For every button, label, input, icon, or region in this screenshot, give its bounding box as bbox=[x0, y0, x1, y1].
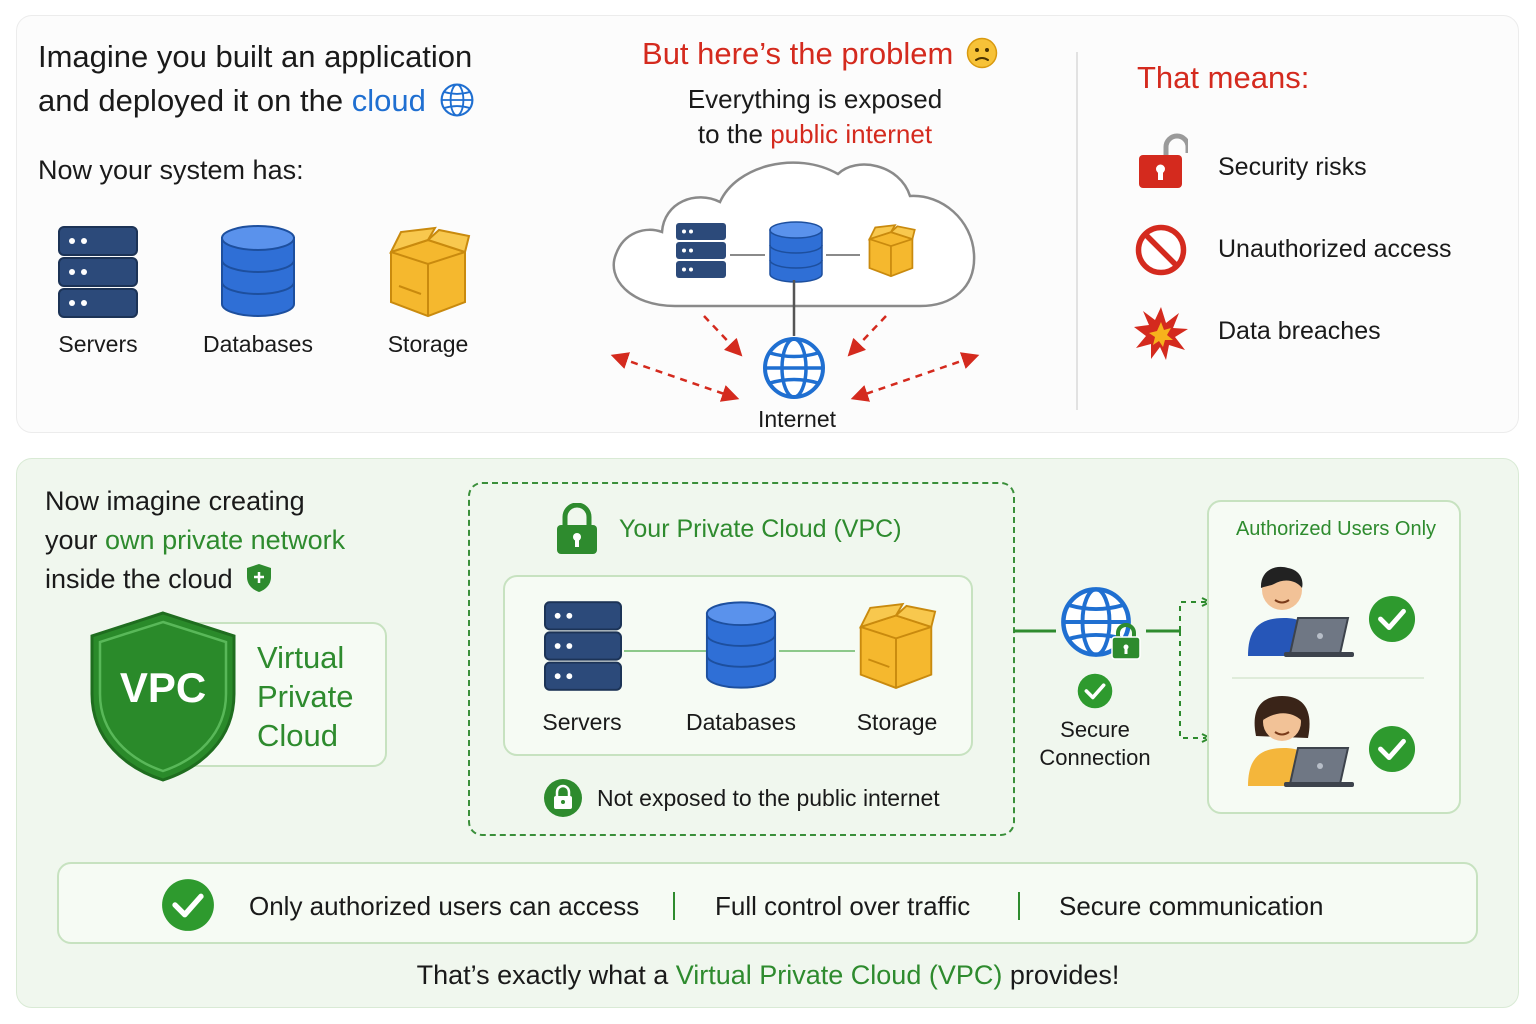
server-icon bbox=[58, 226, 138, 318]
benefit-authorized: Only authorized users can access bbox=[249, 891, 640, 921]
shield-text: VPC bbox=[119, 664, 207, 711]
server-icon bbox=[544, 600, 622, 692]
benefit-separator bbox=[673, 892, 675, 920]
secure-connection-diagram bbox=[1014, 580, 1213, 743]
connector-line bbox=[624, 650, 706, 652]
vpc-intro: Now imagine creating your own private ne… bbox=[45, 486, 346, 594]
database-icon bbox=[220, 224, 296, 318]
database-icon bbox=[705, 598, 777, 692]
check-icon bbox=[1368, 725, 1416, 773]
column-divider bbox=[1076, 52, 1078, 410]
vpc-highlight: Virtual Private Cloud (VPC) bbox=[675, 960, 1003, 990]
check-icon bbox=[161, 878, 215, 932]
cloud-highlight: cloud bbox=[351, 83, 426, 118]
benefit-secure-comm: Secure communication bbox=[1059, 891, 1324, 921]
prohibited-icon bbox=[1135, 224, 1187, 276]
vpc-storage-label: Storage bbox=[856, 709, 938, 735]
risk-security-label: Security risks bbox=[1218, 153, 1367, 181]
vpc-title: Your Private Cloud (VPC) bbox=[619, 515, 902, 543]
globe-icon bbox=[440, 83, 474, 117]
benefit-traffic-control: Full control over traffic bbox=[715, 891, 971, 921]
storage-label: Storage bbox=[387, 331, 469, 357]
cloud-database-icon bbox=[769, 221, 823, 283]
intro-line-2: and deployed it on the cloud bbox=[38, 79, 474, 123]
user-with-laptop-icon bbox=[1248, 696, 1354, 787]
exposure-arrow bbox=[850, 352, 980, 402]
cloud-storage-icon bbox=[867, 224, 916, 278]
system-has-label: Now your system has: bbox=[38, 155, 304, 185]
small-shield-icon bbox=[247, 564, 272, 592]
databases-label: Databases bbox=[203, 331, 313, 357]
users-divider bbox=[1232, 677, 1424, 679]
private-network-highlight: own private network bbox=[105, 525, 346, 555]
vpc-boundary bbox=[468, 482, 1015, 836]
lock-icon bbox=[555, 502, 599, 556]
benefits-bar bbox=[57, 862, 1478, 944]
risk-access-label: Unauthorized access bbox=[1218, 235, 1452, 263]
intro-line-1: Imagine you built an application bbox=[38, 39, 473, 74]
exposure-arrow bbox=[847, 315, 887, 357]
secure-connection-label: Secure Connection bbox=[1039, 717, 1151, 770]
public-internet-highlight: public internet bbox=[770, 119, 933, 149]
closing-statement: That’s exactly what a Virtual Private Cl… bbox=[416, 960, 1120, 990]
connector-line bbox=[779, 650, 855, 652]
risk-breach-label: Data breaches bbox=[1218, 317, 1381, 345]
check-icon bbox=[1077, 673, 1113, 709]
burst-icon bbox=[1134, 307, 1188, 360]
vpc-shield-icon bbox=[90, 611, 236, 782]
exposure-arrow bbox=[703, 315, 743, 357]
cloud-server-icon bbox=[676, 223, 726, 278]
padlock-icon bbox=[1111, 623, 1141, 660]
benefit-separator bbox=[1018, 892, 1020, 920]
users-title: Authorized Users Only bbox=[1235, 518, 1437, 540]
check-icon bbox=[1368, 595, 1416, 643]
internet-label: Internet bbox=[758, 406, 836, 432]
exposed-text: Everything is exposed to the public inte… bbox=[687, 84, 943, 149]
means-title: That means: bbox=[1137, 60, 1310, 95]
storage-box-icon bbox=[385, 226, 471, 318]
exposure-arrow bbox=[610, 352, 740, 402]
problem-title: But here’s the problem bbox=[600, 36, 1040, 72]
servers-label: Servers bbox=[58, 331, 138, 357]
intro-title: Imagine you built an application and dep… bbox=[38, 35, 474, 123]
open-lock-icon bbox=[1139, 133, 1188, 188]
exposed-cloud-diagram bbox=[610, 161, 980, 402]
vpc-databases-label: Databases bbox=[686, 709, 796, 735]
worried-face-icon bbox=[966, 37, 998, 69]
vpc-expansion: Virtual Private Cloud bbox=[257, 640, 354, 753]
lock-badge-icon bbox=[544, 779, 582, 817]
user-with-laptop-icon bbox=[1248, 566, 1354, 657]
not-exposed-note: Not exposed to the public internet bbox=[597, 785, 940, 811]
storage-box-icon bbox=[855, 600, 937, 692]
vpc-servers-label: Servers bbox=[542, 709, 622, 735]
internet-globe-icon bbox=[763, 337, 825, 399]
